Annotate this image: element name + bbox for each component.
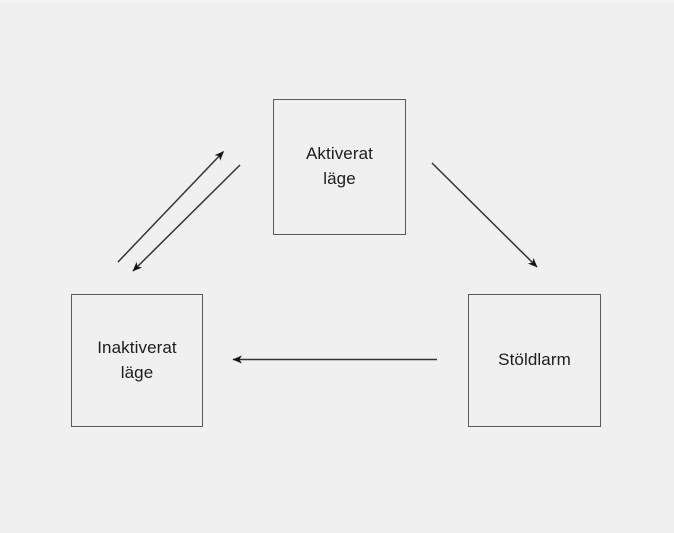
node-aktiverat-lage[interactable]: Aktiverat läge	[273, 99, 406, 235]
edge-deactivated-to-activated	[117, 150, 225, 263]
node-inaktiverat-lage[interactable]: Inaktiverat läge	[71, 294, 203, 427]
top-edge-strip	[0, 0, 674, 3]
node-label: Inaktiverat läge	[97, 337, 177, 382]
node-label: Stöldlarm	[498, 350, 571, 370]
node-label: Aktiverat läge	[305, 144, 374, 188]
node-stoldlarm[interactable]: Stöldlarm	[468, 294, 601, 427]
edge-activated-to-theftalarm	[431, 162, 538, 268]
edge-activated-to-deactivated	[132, 164, 241, 272]
